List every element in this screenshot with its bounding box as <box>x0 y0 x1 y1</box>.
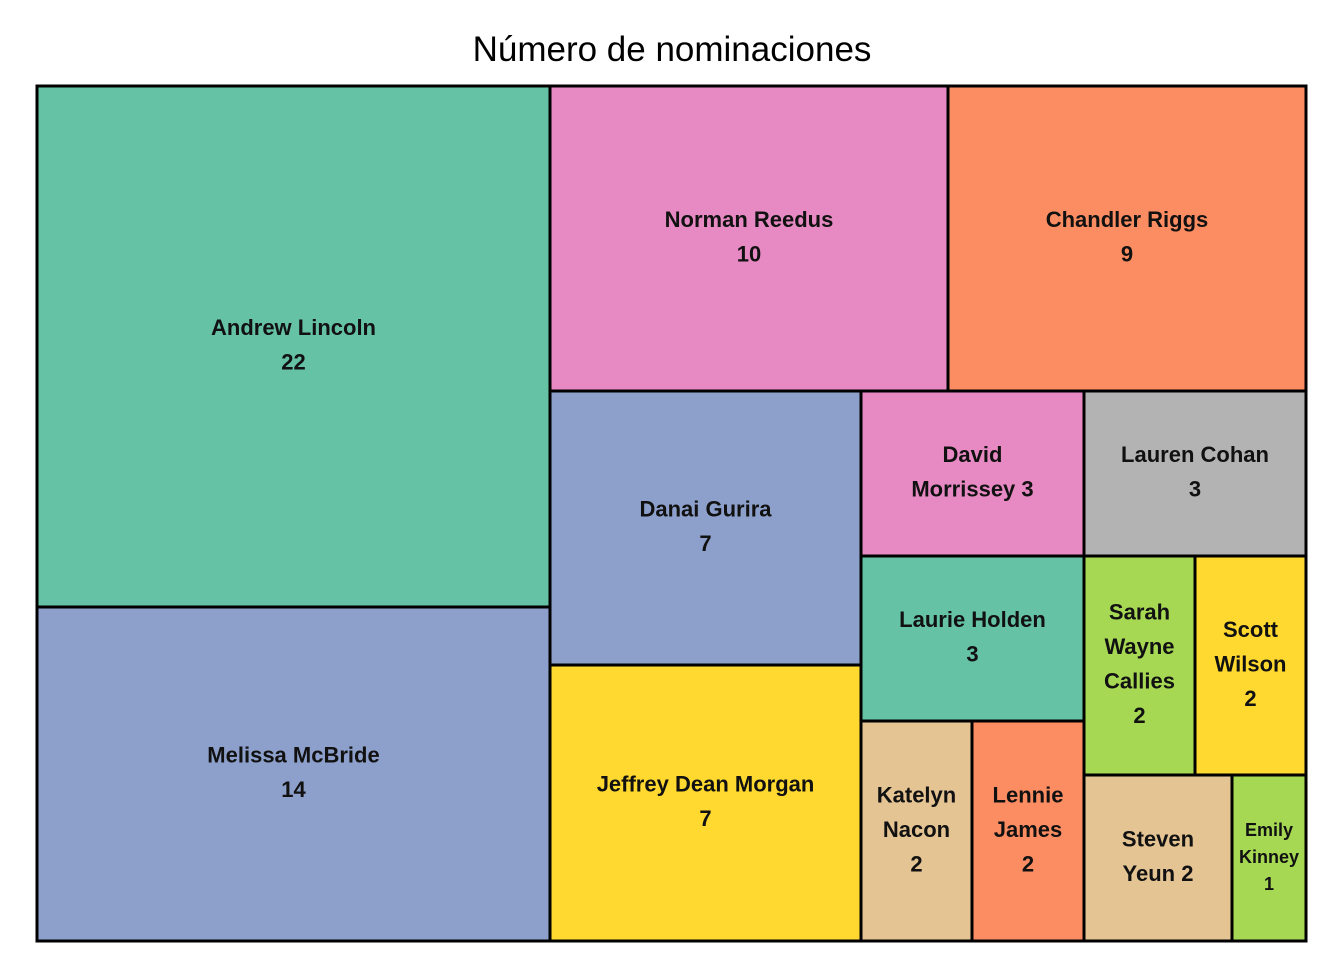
treemap-label-line: 7 <box>699 806 711 831</box>
treemap-rect <box>859 554 1086 723</box>
treemap-cell-label: Andrew Lincoln 22 <box>211 315 376 375</box>
treemap-label-line: 3 <box>966 642 978 667</box>
treemap-rect <box>548 389 863 667</box>
treemap-label-line: 2 <box>1022 851 1034 876</box>
treemap-cell-label: Jeffrey Dean Morgan 7 <box>597 772 815 832</box>
treemap-cell-label: Danai Gurira 7 <box>639 497 772 557</box>
treemap-label-line: Wilson <box>1215 651 1287 676</box>
treemap-cell-chandler-riggs: Chandler Riggs 9 <box>946 84 1308 393</box>
treemap-label-line: James <box>994 817 1063 842</box>
treemap-rect <box>35 605 552 943</box>
treemap-label-line: Nacon <box>883 817 950 842</box>
treemap-label-line: Wayne <box>1104 634 1174 659</box>
treemap-label-line: Lennie <box>993 782 1064 807</box>
treemap-rect <box>548 663 863 943</box>
treemap-label-line: Morrissey 3 <box>911 477 1033 502</box>
treemap-rect <box>1193 554 1308 777</box>
treemap-rect <box>1082 389 1308 558</box>
treemap-label-line: Scott <box>1223 617 1279 642</box>
treemap-cell-label: Melissa McBride 14 <box>207 743 379 803</box>
treemap-label-line: Kinney <box>1239 847 1299 867</box>
treemap-label-line: 1 <box>1264 874 1274 894</box>
treemap-label-line: Chandler Riggs <box>1046 207 1209 232</box>
treemap-label-line: 10 <box>737 242 761 267</box>
treemap-cell-label: Norman Reedus 10 <box>665 207 834 267</box>
treemap-rect <box>1082 773 1234 943</box>
treemap-label-line: Sarah <box>1109 600 1170 625</box>
treemap-rect <box>859 719 974 943</box>
treemap-cell-jeffrey-dean-morgan: Jeffrey Dean Morgan 7 <box>548 663 863 943</box>
treemap-cell-laurie-holden: Laurie Holden 3 <box>859 554 1086 723</box>
treemap-rect <box>1082 554 1197 777</box>
treemap-cell-lauren-cohan: Lauren Cohan 3 <box>1082 389 1308 558</box>
treemap-cell-andrew-lincoln: Andrew Lincoln 22 <box>35 84 552 609</box>
treemap-label-line: Callies <box>1104 669 1175 694</box>
treemap-cell-label: Laurie Holden 3 <box>899 607 1046 667</box>
treemap-label-line: Emily <box>1245 820 1293 840</box>
treemap-label-line: David <box>943 442 1003 467</box>
treemap-label-line: Norman Reedus <box>665 207 834 232</box>
treemap-frame <box>35 84 1308 943</box>
treemap-cell-norman-reedus: Norman Reedus 10 <box>548 84 950 393</box>
treemap-label-line: 9 <box>1121 242 1133 267</box>
treemap-label-line: Danai Gurira <box>639 497 772 522</box>
treemap-label-line: 22 <box>281 350 305 375</box>
treemap-label-line: Laurie Holden <box>899 607 1046 632</box>
treemap-label-line: Yeun 2 <box>1123 861 1194 886</box>
treemap-cell-danai-gurira: Danai Gurira 7 <box>548 389 863 667</box>
treemap-cell-label: Lauren Cohan 3 <box>1121 442 1269 502</box>
chart-title: Número de nominaciones <box>472 30 872 69</box>
treemap-label-line: Melissa McBride <box>207 743 379 768</box>
treemap-label-line: 2 <box>1133 703 1145 728</box>
treemap-label-line: 7 <box>699 531 711 556</box>
treemap-label-line: Katelyn <box>877 782 956 807</box>
treemap-label-line: 3 <box>1189 477 1201 502</box>
treemap-cell-label: Chandler Riggs 9 <box>1046 207 1209 267</box>
treemap-label-line: Lauren Cohan <box>1121 442 1269 467</box>
treemap-label-line: 2 <box>910 851 922 876</box>
treemap-rect <box>859 389 1086 558</box>
treemap-label-line: 2 <box>1244 686 1256 711</box>
treemap-label-line: Andrew Lincoln <box>211 315 376 340</box>
treemap-rect <box>548 84 950 393</box>
treemap-rect <box>970 719 1086 943</box>
treemap-rect <box>35 84 552 609</box>
treemap-label-line: Steven <box>1122 827 1194 852</box>
treemap-label-line: Jeffrey Dean Morgan <box>597 772 815 797</box>
treemap-rect <box>1230 773 1308 943</box>
treemap-label-line: 14 <box>281 777 306 802</box>
treemap-rect <box>946 84 1308 393</box>
treemap-cell-melissa-mcbride: Melissa McBride 14 <box>35 605 552 943</box>
